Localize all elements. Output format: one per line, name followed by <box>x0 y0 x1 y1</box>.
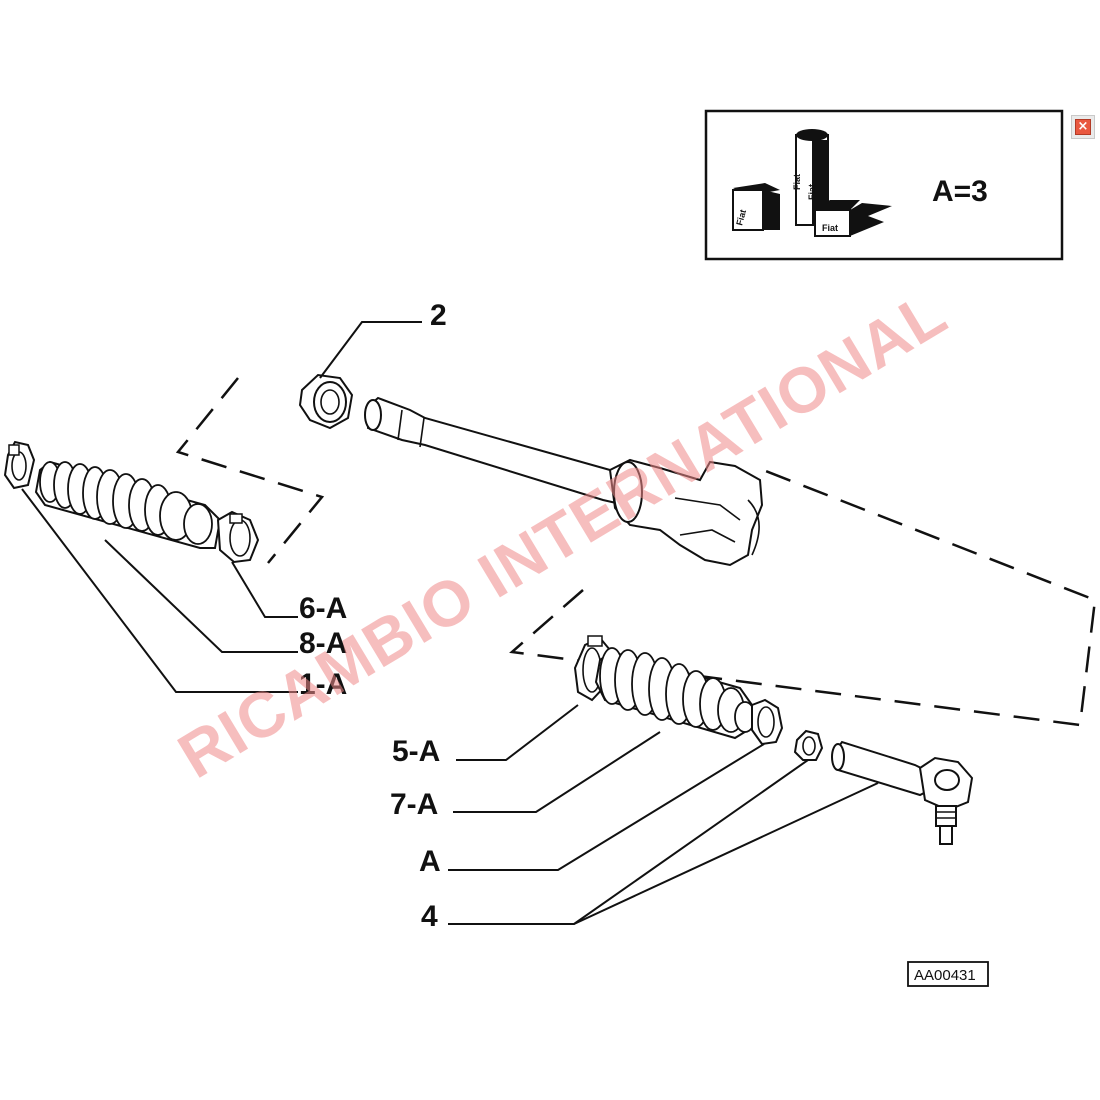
quantity-legend-box: Fiat Fiat Fiat Fiat A=3 <box>704 109 1064 261</box>
svg-text:Fiat: Fiat <box>807 184 817 200</box>
steering-rack-housing <box>364 396 764 567</box>
fiat-grease-icon: Fiat Fiat Fiat Fiat <box>732 129 892 237</box>
svg-text:Fiat: Fiat <box>792 174 802 190</box>
hex-nut <box>298 373 354 430</box>
drawing-code-box: AA00431 <box>907 961 989 987</box>
svg-text:Fiat: Fiat <box>734 208 748 226</box>
callout-1-a: 1-A <box>299 668 347 701</box>
watermark-text: RICAMBIO INTERNATIONAL <box>166 276 958 792</box>
assembly-dashed-outlines <box>175 377 1097 727</box>
leader-lines <box>21 321 879 925</box>
callout-6-a: 6-A <box>299 592 347 625</box>
callout-2: 2 <box>430 299 447 332</box>
close-icon: × <box>1075 119 1091 135</box>
right-inner-clamp <box>751 698 784 746</box>
left-bellows-boot <box>34 460 222 549</box>
callout-4: 4 <box>421 900 438 933</box>
callout-8-a: 8-A <box>299 627 347 660</box>
svg-text:Fiat: Fiat <box>822 223 838 233</box>
lock-nut <box>793 729 824 761</box>
left-outer-clamp <box>3 440 36 490</box>
tie-rod-end <box>831 740 974 845</box>
left-inner-clamp <box>216 510 260 564</box>
right-bellows-boot <box>594 647 756 740</box>
callout-7-a: 7-A <box>390 788 438 821</box>
svg-text:AA00431: AA00431 <box>914 967 976 984</box>
callout-a: A <box>419 845 441 878</box>
close-button[interactable]: × <box>1071 115 1095 139</box>
quantity-label: A=3 <box>932 175 988 208</box>
callout-labels: 2 6-A 8-A 1-A 5-A 7-A A 4 <box>299 299 447 933</box>
callout-5-a: 5-A <box>392 735 440 768</box>
